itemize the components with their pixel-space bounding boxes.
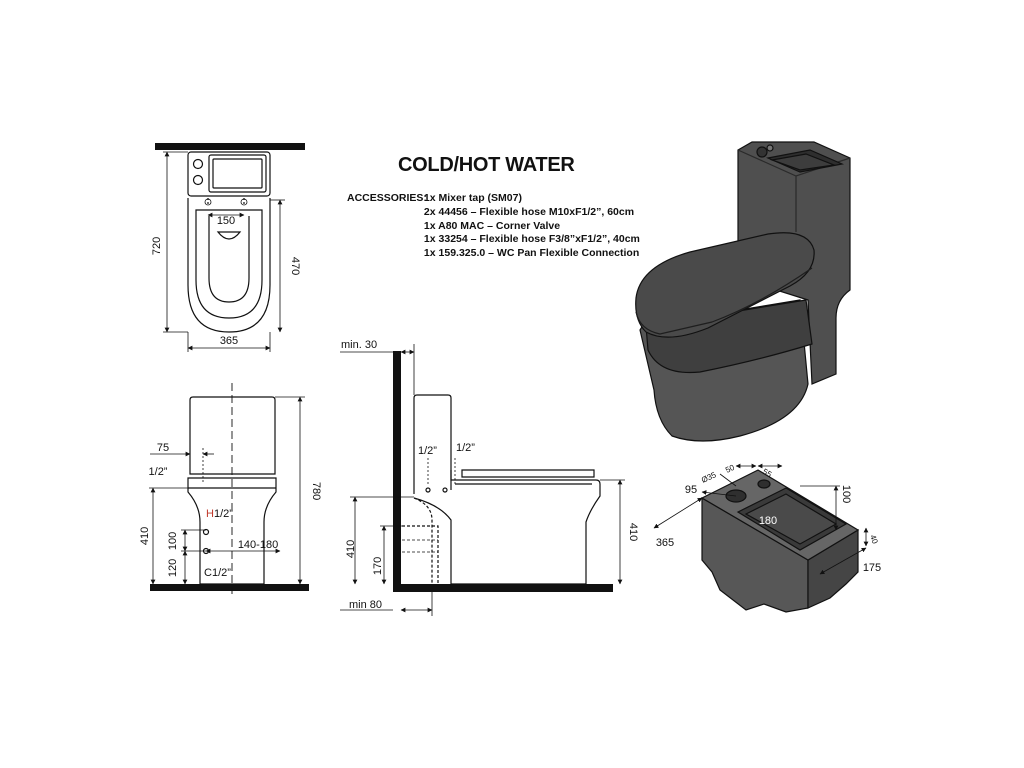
- dim-top-depth: 720: [151, 237, 163, 255]
- detail-flush-button: [757, 479, 771, 489]
- svg-text:H1/2”: H1/2”: [206, 508, 233, 520]
- floor: [150, 584, 309, 591]
- side-view-dims: [340, 344, 625, 616]
- dim-hot-height: 100: [167, 532, 179, 550]
- label-side-inlet-left: 1/2”: [418, 445, 437, 457]
- hot-inlet: [202, 528, 210, 536]
- dim-total-height: 780: [310, 482, 322, 500]
- dim-offset: 75: [157, 442, 169, 454]
- front-view-dims: [149, 396, 305, 585]
- dim-front-seat-height: 410: [139, 527, 151, 545]
- accessory-item: 2x 44456 – Flexible hose M10xF1/2”, 60cm: [423, 205, 635, 218]
- dim-wall-gap-top: min. 30: [341, 339, 377, 351]
- cistern-top: [187, 151, 271, 197]
- dim-tap-hole-diameter: Ø35: [700, 470, 718, 485]
- page-title: COLD/HOT WATER: [398, 154, 575, 176]
- render-tap: [756, 146, 768, 158]
- wall: [155, 143, 305, 150]
- dim-95: 95: [685, 484, 697, 496]
- side-cistern: [413, 394, 452, 490]
- top-view-dims: [163, 151, 285, 352]
- tap-hole: [192, 158, 204, 170]
- drain: [216, 231, 242, 240]
- dim-365-iso: 365: [656, 537, 674, 549]
- svg-text:C1/2”: C1/2”: [204, 567, 231, 579]
- side-view: [393, 351, 613, 592]
- cold-size: 1/2”: [212, 567, 231, 579]
- side-bowl: [413, 470, 601, 585]
- dim-top-width: 365: [220, 335, 238, 347]
- cistern-detail-dims: [653, 463, 869, 575]
- side-wall: [393, 351, 401, 591]
- front-cistern: [189, 396, 276, 475]
- accessory-item: 1x 33254 – Flexible hose F3/8”xF1/2”, 40…: [423, 233, 640, 246]
- flush-button: [192, 174, 204, 186]
- bowl-inner: [195, 209, 263, 319]
- dim-50: 50: [724, 463, 736, 475]
- dim-100: 100: [840, 485, 852, 503]
- side-floor: [393, 584, 613, 592]
- front-view: [150, 383, 309, 594]
- accessory-item: 1x 159.325.0 – WC Pan Flexible Connectio…: [423, 247, 640, 260]
- dim-cold-height: 120: [167, 559, 179, 577]
- accessory-item: 1x Mixer tap (SM07): [423, 192, 522, 204]
- dim-pipe-height: 170: [372, 557, 384, 575]
- dim-side-seat-height: 410: [345, 540, 357, 558]
- dim-bowl-depth: 470: [289, 257, 301, 275]
- front-bowl: [187, 477, 277, 585]
- bowl-outline: [187, 198, 271, 333]
- dim-175: 175: [863, 562, 881, 574]
- label-side-inlet-right: 1/2”: [456, 442, 475, 454]
- accessories-label: ACCESSORIES:: [347, 192, 427, 204]
- cold-water-label: C1/2”: [204, 567, 231, 579]
- hot-water-label: H1/2”: [206, 508, 233, 520]
- accessories-block: ACCESSORIES: 1x Mixer tap (SM07) 2x 4445…: [347, 192, 640, 261]
- dim-outlet-height: 410: [627, 523, 639, 541]
- dim-40: 40: [868, 534, 880, 546]
- dim-tap-spacing: 150: [217, 215, 235, 227]
- cold-letter: C: [204, 567, 212, 579]
- dim-180: 180: [759, 515, 777, 527]
- hot-letter: H: [206, 508, 214, 520]
- toilet-render: [635, 141, 851, 442]
- dim-spacing: 140-180: [238, 539, 278, 551]
- accessories-list: 1x Mixer tap (SM07) 2x 44456 – Flexible …: [424, 192, 640, 261]
- cistern-detail: [700, 469, 860, 613]
- cistern-basin: [208, 154, 267, 193]
- hot-size: 1/2”: [214, 508, 233, 520]
- waste-pipe: [413, 497, 433, 584]
- dim-wall-gap-bottom: min 80: [349, 599, 382, 611]
- top-view: [155, 143, 305, 333]
- accessory-item: 1x A80 MAC – Corner Valve: [423, 219, 561, 232]
- side-seat: [461, 469, 595, 478]
- label-inlet-top: 1/2”: [149, 466, 168, 478]
